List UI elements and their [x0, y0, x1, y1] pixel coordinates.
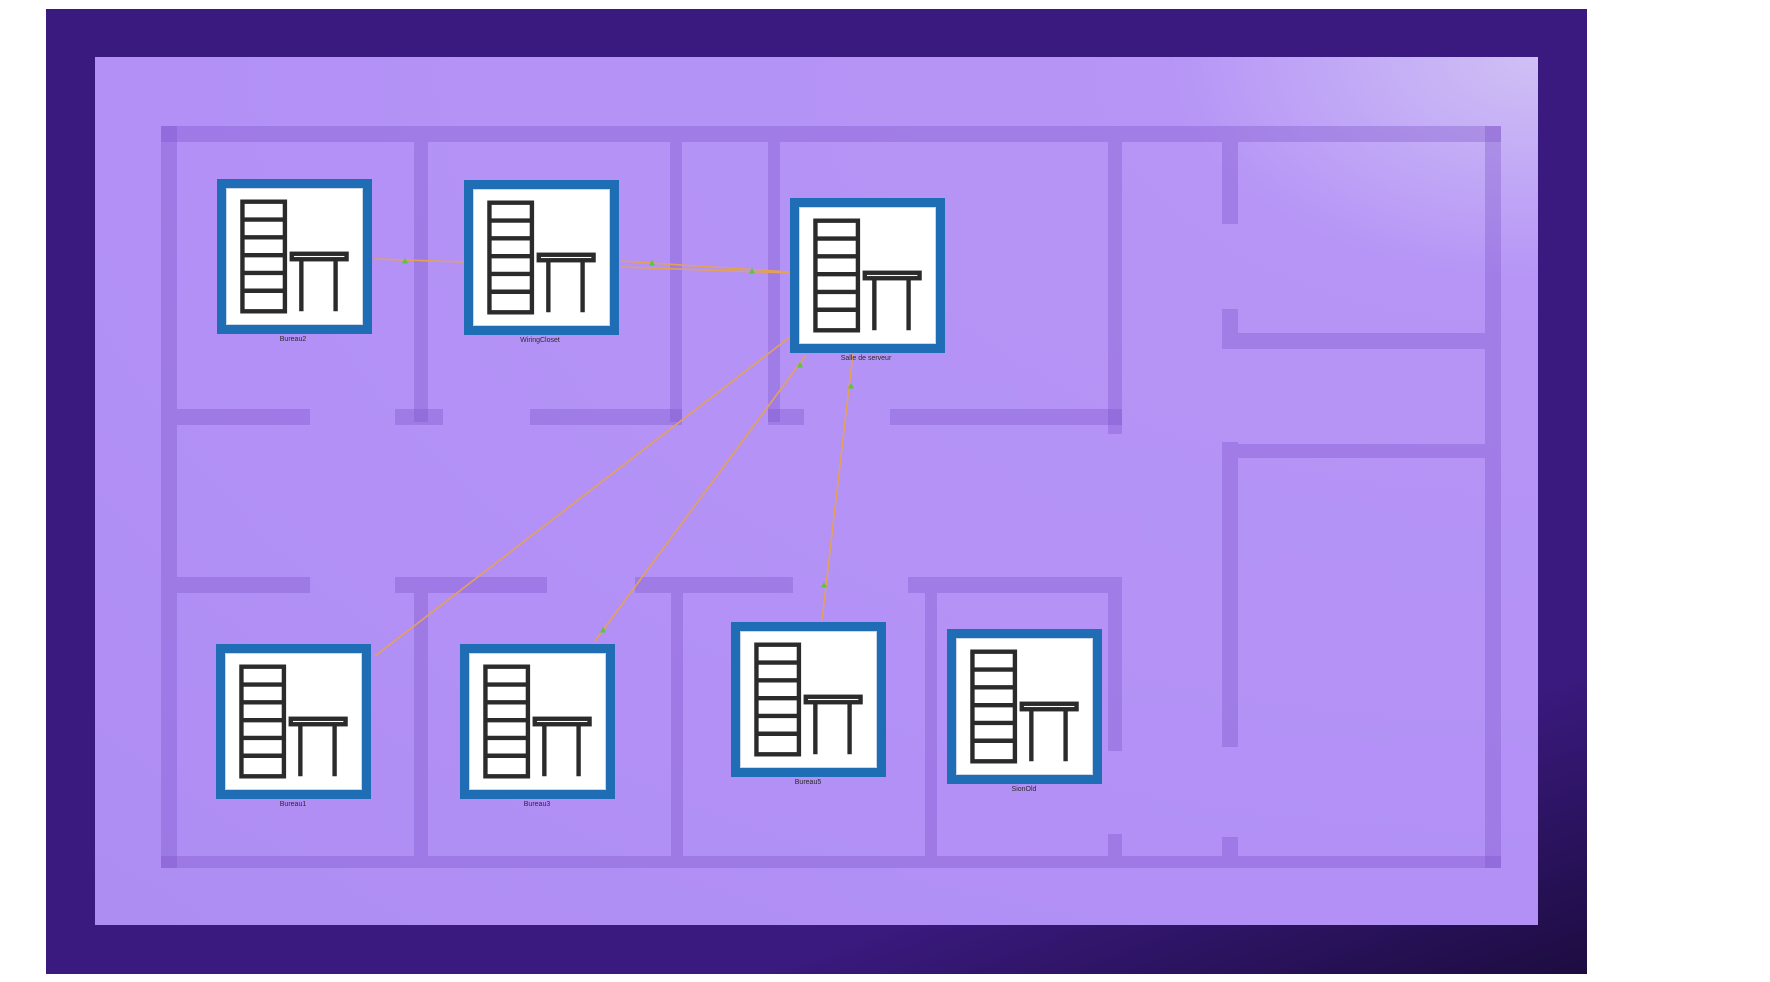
wall: [1222, 442, 1238, 747]
node-wiring-closet[interactable]: [464, 180, 619, 335]
wall: [414, 593, 428, 856]
wall: [635, 577, 793, 593]
rack-desk-icon: [225, 653, 362, 790]
node-bureau1[interactable]: [216, 644, 371, 799]
rack-desk-icon: [956, 638, 1093, 775]
rack-desk-icon: [226, 188, 363, 325]
wall: [671, 593, 683, 856]
wall: [890, 409, 1122, 425]
wall: [1485, 126, 1501, 868]
wall: [908, 577, 1122, 593]
node-label: Salle de serveur: [840, 355, 892, 362]
node-salle-de-serveur[interactable]: [790, 198, 945, 353]
wall: [161, 126, 1501, 142]
wall: [177, 577, 310, 593]
wall: [925, 593, 937, 856]
node-sionoid[interactable]: [947, 629, 1102, 784]
wall: [177, 409, 310, 425]
wall: [1108, 142, 1122, 434]
wall: [1222, 309, 1238, 349]
wall: [414, 142, 428, 422]
rack-desk-icon: [469, 653, 606, 790]
rack-desk-icon: [799, 207, 936, 344]
node-label: Bureau2: [279, 336, 307, 343]
wall: [768, 409, 804, 425]
wall: [768, 142, 780, 422]
node-bureau2[interactable]: [217, 179, 372, 334]
rack-desk-icon: [473, 189, 610, 326]
rack-desk-icon: [740, 631, 877, 768]
wall: [1222, 837, 1238, 856]
node-bureau3[interactable]: [460, 644, 615, 799]
node-label: Bureau3: [523, 801, 551, 808]
wall: [1238, 333, 1485, 349]
wall: [530, 409, 682, 425]
wall: [670, 142, 682, 422]
node-label: Bureau1: [279, 801, 307, 808]
wall: [161, 856, 1501, 868]
node-bureau5[interactable]: [731, 622, 886, 777]
wall: [395, 409, 443, 425]
wall: [1238, 444, 1485, 458]
wall: [161, 126, 177, 868]
wall: [1222, 142, 1238, 224]
wall: [1108, 593, 1122, 751]
wall: [1108, 834, 1122, 856]
wall: [395, 577, 547, 593]
node-label: SionOld: [1011, 786, 1037, 793]
node-label: WiringCloset: [520, 337, 560, 344]
node-label: Bureau5: [794, 779, 822, 786]
